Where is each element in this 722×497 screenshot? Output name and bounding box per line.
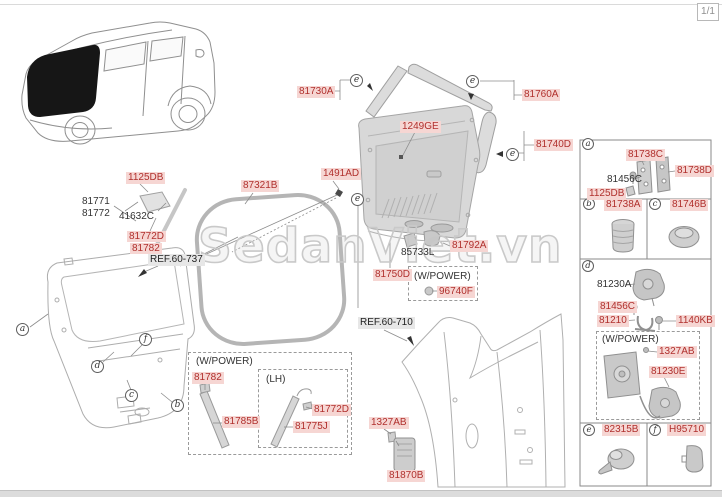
w-power-box-bottom: [188, 352, 352, 455]
callout-c: c: [125, 389, 138, 402]
part-label-96740f[interactable]: 96740F: [437, 286, 475, 298]
note-w-power-bottom: (W/POWER): [196, 356, 253, 367]
part-label-81792a[interactable]: 81792A: [450, 240, 489, 252]
part-label-81775j[interactable]: 81775J: [293, 421, 330, 433]
part-label-1327ab-bottom[interactable]: 1327AB: [369, 417, 409, 429]
tailgate-trim-panel: [358, 105, 481, 242]
small-parts: [335, 189, 441, 472]
part-label-1125db-panel[interactable]: 1125DB: [587, 188, 627, 200]
part-label-1125db[interactable]: 1125DB: [126, 172, 166, 184]
part-label-81210[interactable]: 81210: [597, 315, 629, 327]
part-label-81746b[interactable]: 81746B: [670, 199, 709, 211]
part-label-85733l[interactable]: 85733L: [401, 247, 435, 258]
part-label-81772d-81782-group[interactable]: 81772D 81782: [127, 231, 167, 254]
callout-d: d: [91, 360, 104, 373]
part-label-81740d[interactable]: 81740D: [534, 139, 574, 151]
weatherstrip-ring: [194, 192, 347, 346]
part-label-81738d[interactable]: 81738D: [675, 165, 715, 177]
note-w-power-panel: (W/POWER): [602, 334, 659, 345]
part-label-81772d[interactable]: 81772D: [127, 231, 167, 242]
panel-section-f: f: [649, 424, 661, 436]
panel-section-c: c: [649, 198, 661, 210]
rear-glass: [27, 44, 100, 117]
part-label-81230e[interactable]: 81230E: [649, 366, 688, 378]
part-label-81870b[interactable]: 81870B: [387, 470, 426, 482]
part-label-81456c-d[interactable]: 81456C: [598, 301, 638, 313]
part-label-41632c[interactable]: 41632C: [119, 211, 155, 222]
part-label-81772d-lh[interactable]: 81772D: [312, 404, 352, 416]
ref-label-60-710[interactable]: REF.60-710: [358, 317, 415, 329]
part-label-81782-bottom[interactable]: 81782: [192, 372, 224, 384]
callout-e-1: e: [350, 74, 363, 87]
part-label-82315b[interactable]: 82315B: [602, 424, 641, 436]
part-label-81738c[interactable]: 81738C: [626, 149, 666, 161]
part-label-87321b[interactable]: 87321B: [241, 180, 280, 192]
ref-label-60-737[interactable]: REF.60-737: [148, 254, 205, 266]
callout-e-2: e: [466, 75, 479, 88]
part-label-81456c-a[interactable]: 81456C: [607, 174, 643, 185]
part-label-1327ab-panel[interactable]: 1327AB: [657, 346, 697, 358]
car-illustration: [21, 21, 216, 145]
footer-bar: [0, 490, 722, 497]
part-label-1249ge[interactable]: 1249GE: [400, 121, 441, 133]
w-power-box-panel: [596, 331, 700, 420]
panel-section-e: e: [583, 424, 595, 436]
leader-lines: [29, 79, 676, 472]
part-label-81771-81772-group[interactable]: 81771 81772: [80, 196, 112, 219]
part-label-81730a[interactable]: 81730A: [297, 86, 336, 98]
part-label-81772[interactable]: 81772: [82, 208, 110, 219]
part-label-81230a[interactable]: 81230A: [597, 279, 632, 290]
note-lh: (LH): [266, 374, 286, 385]
part-label-1140kb[interactable]: 1140KB: [676, 315, 715, 327]
callout-e-4: e: [351, 193, 364, 206]
callout-f: f: [139, 333, 152, 346]
part-label-81782[interactable]: 81782: [130, 243, 162, 254]
callout-e-3: e: [506, 148, 519, 161]
part-label-h95710[interactable]: H95710: [667, 424, 707, 436]
w-power-box-center: [408, 266, 478, 301]
part-label-81771[interactable]: 81771: [82, 196, 110, 207]
part-label-1491ad[interactable]: 1491AD: [321, 168, 362, 180]
callout-a: a: [16, 323, 29, 336]
watermark: SedanViet.vn: [197, 218, 563, 275]
top-rule: [0, 4, 722, 5]
part-label-81738a[interactable]: 81738A: [604, 199, 643, 211]
body-side-panel: [401, 313, 566, 488]
panel-section-a: a: [582, 138, 594, 150]
part-label-81750d[interactable]: 81750D: [373, 269, 413, 281]
note-w-power-center: (W/POWER): [414, 271, 471, 282]
part-label-81785b[interactable]: 81785B: [222, 416, 261, 428]
part-label-81760a[interactable]: 81760A: [522, 89, 561, 101]
panel-part-drawings: [598, 156, 704, 475]
page-indicator: 1/1: [697, 3, 719, 21]
callout-b: b: [171, 399, 184, 412]
panel-section-d: d: [582, 260, 594, 272]
